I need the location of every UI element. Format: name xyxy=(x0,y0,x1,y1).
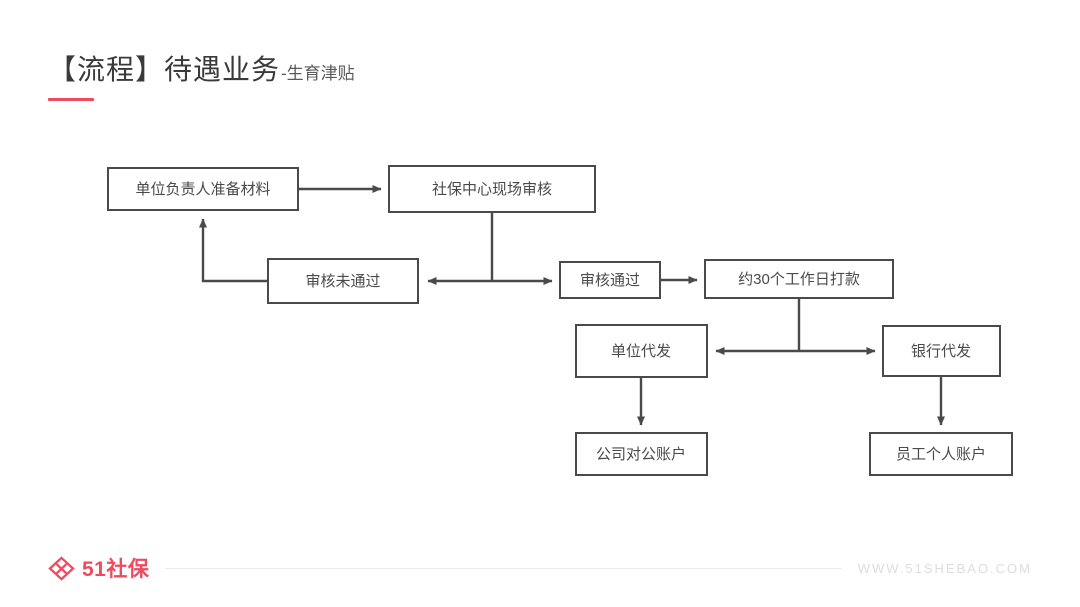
flow-node-label: 单位代发 xyxy=(611,343,671,360)
title-line: 【流程】待遇业务 -生育津贴 xyxy=(48,48,355,88)
flow-node-review-failed[interactable]: 审核未通过 xyxy=(267,258,419,304)
brand-logo: 51社保 xyxy=(48,553,149,583)
flow-node-unit-disbursement[interactable]: 单位代发 xyxy=(575,324,708,378)
flow-node-review-passed[interactable]: 审核通过 xyxy=(559,261,661,299)
flow-node-company-corporate-account[interactable]: 公司对公账户 xyxy=(575,432,708,476)
flow-node-social-security-onsite-review[interactable]: 社保中心现场审核 xyxy=(388,165,596,213)
title-main-text: 【流程】待遇业务 xyxy=(48,54,281,85)
flow-node-employee-personal-account[interactable]: 员工个人账户 xyxy=(869,432,1013,476)
flow-node-label: 单位负责人准备材料 xyxy=(135,181,270,198)
flow-node-label: 约30个工作日打款 xyxy=(738,271,860,288)
flow-node-label: 审核通过 xyxy=(580,272,640,289)
logo-diamond-icon xyxy=(48,555,75,581)
flow-node-label: 社保中心现场审核 xyxy=(432,181,552,198)
page-title: 【流程】待遇业务 -生育津贴 xyxy=(48,48,355,101)
title-accent-underline xyxy=(48,98,94,101)
flow-node-label: 公司对公账户 xyxy=(596,446,686,463)
flow-connectors xyxy=(199,185,945,426)
flow-node-label: 银行代发 xyxy=(911,343,971,360)
flow-node-payment-in-30-days[interactable]: 约30个工作日打款 xyxy=(704,259,894,299)
flow-node-label: 员工个人账户 xyxy=(896,446,986,463)
flow-node-label: 审核未通过 xyxy=(305,273,380,290)
flow-node-unit-prepare-materials[interactable]: 单位负责人准备材料 xyxy=(107,167,299,211)
page-footer: 51社保 WWW.51SHEBAO.COM xyxy=(0,551,1080,585)
flow-nodes: 单位负责人准备材料 社保中心现场审核 审核未通过 审核通过 约30个工作日打款 … xyxy=(107,165,1013,476)
flow-node-bank-disbursement[interactable]: 银行代发 xyxy=(882,325,1001,377)
title-subtitle-text: -生育津贴 xyxy=(281,64,355,83)
brand-name-text: 51社保 xyxy=(82,558,150,581)
footer-website-url: WWW.51SHEBAO.COM xyxy=(857,560,1032,576)
edge-n3-to-n1 xyxy=(199,218,268,283)
footer-divider xyxy=(165,567,842,569)
